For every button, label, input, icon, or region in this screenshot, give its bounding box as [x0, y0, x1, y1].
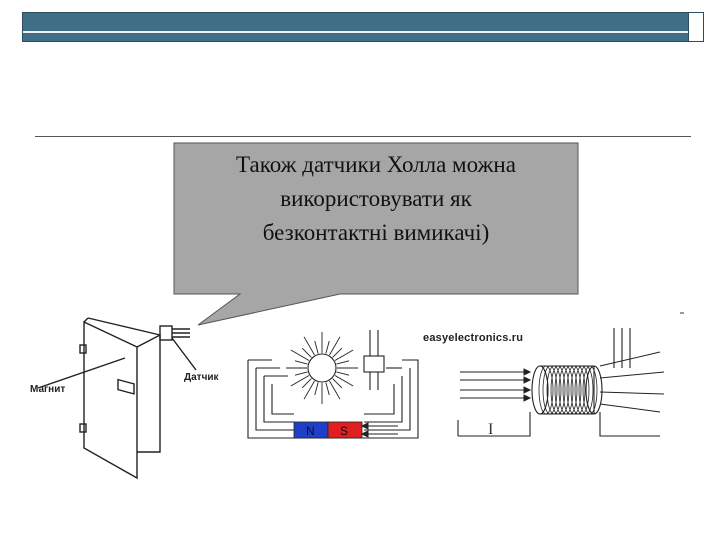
- door-diagram: [37, 317, 197, 480]
- coil-windings: [538, 365, 598, 415]
- gear-tooth: [303, 336, 315, 356]
- field-line-out: [599, 371, 665, 379]
- callout-line: використовувати як: [280, 186, 472, 211]
- arrow-head: [523, 376, 532, 384]
- source-credit: easyelectronics.ru: [423, 332, 524, 344]
- gear-rays: [286, 332, 358, 404]
- gear-tooth: [294, 371, 308, 376]
- gear-tooth: [314, 340, 319, 354]
- callout-bubble: [173, 142, 579, 326]
- coil-turn: [570, 365, 586, 415]
- field-line-out: [599, 391, 665, 395]
- gear-tooth: [290, 349, 310, 361]
- gear-tooth: [325, 340, 330, 354]
- gear-tooth: [334, 375, 354, 387]
- title-bar-stripe: [23, 31, 689, 33]
- gear-tooth: [332, 347, 343, 358]
- gear-tooth: [336, 360, 350, 365]
- gear-tooth: [329, 336, 341, 356]
- magnet-block: [117, 378, 135, 395]
- gear-tooth: [332, 378, 343, 389]
- field-line-out: [599, 351, 661, 367]
- sensor-leader-line: [171, 337, 197, 371]
- gear-tooth: [294, 360, 308, 365]
- title-bar: [22, 12, 690, 42]
- coil-turn: [538, 365, 554, 415]
- field-arrows: [460, 351, 665, 413]
- callout-text: Також датчики Холла можна використовуват…: [176, 148, 576, 250]
- gear-tooth: [301, 378, 312, 389]
- coil-turn: [566, 365, 582, 415]
- horizontal-rule: [35, 136, 691, 137]
- coil-turn: [542, 365, 558, 415]
- magnet-leader-line: [37, 357, 126, 389]
- gear-tooth: [314, 382, 319, 396]
- arrow-head: [523, 394, 532, 402]
- magnet-label: Магнит: [30, 384, 65, 395]
- coil-turn: [558, 365, 574, 415]
- coil-turn: [574, 365, 590, 415]
- coil-turn: [554, 365, 570, 415]
- current-label: I: [488, 421, 493, 438]
- field-line-out: [599, 403, 661, 413]
- title-bar-corner: [688, 12, 704, 42]
- coil-turn: [550, 365, 566, 415]
- gear-tooth: [334, 349, 354, 361]
- arrow-head: [523, 386, 532, 394]
- callout-line: Також датчики Холла можна: [236, 152, 516, 177]
- sensor-label: Датчик: [184, 372, 220, 383]
- sensor-block: [159, 325, 173, 341]
- gear-tooth: [325, 382, 330, 396]
- coil-turn: [546, 365, 562, 415]
- door-frame: [83, 320, 138, 480]
- coil-turn: [562, 365, 578, 415]
- coil-turn: [582, 365, 598, 415]
- gear-tooth: [301, 347, 312, 358]
- gear-center: [307, 353, 337, 383]
- pole-n-label: N: [306, 424, 315, 438]
- callout-line: безконтактні вимикачі): [262, 220, 490, 245]
- gear-tooth: [290, 375, 310, 387]
- arrow-head: [523, 368, 532, 376]
- pole-s-label: S: [340, 424, 348, 438]
- gear-diagram: [247, 330, 419, 439]
- gear-tooth: [329, 380, 341, 400]
- pole-s: [327, 421, 363, 439]
- gear-tooth: [336, 371, 350, 376]
- coil-turn: [578, 365, 594, 415]
- gear-tooth: [303, 380, 315, 400]
